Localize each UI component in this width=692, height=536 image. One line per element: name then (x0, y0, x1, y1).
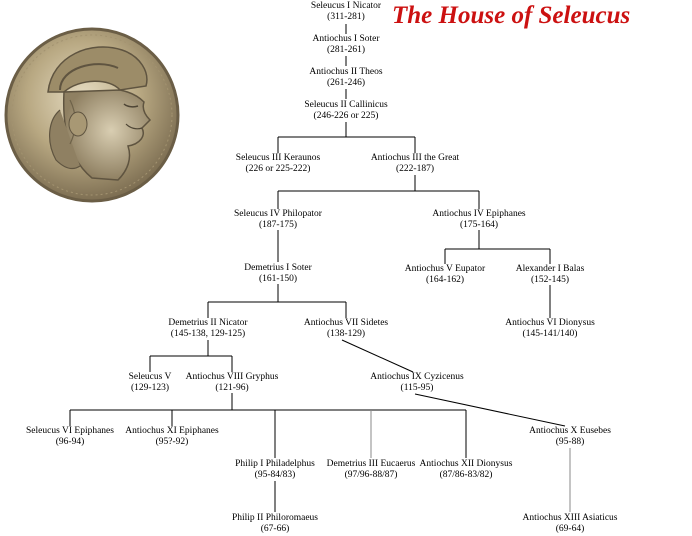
ruler-dates: (145-141/140) (522, 329, 578, 339)
ruler-name: Antiochus V Eupator (404, 264, 486, 274)
ruler-antiochus-viii: Antiochus VIII Gryphus (121-96) (186, 372, 279, 394)
ruler-name: Antiochus XIII Asiaticus (522, 513, 618, 523)
ruler-antiochus-vi: Antiochus VI Dionysus (145-141/140) (505, 318, 595, 340)
ruler-antiochus-iv: Antiochus IV Epiphanes (175-164) (432, 209, 525, 231)
ruler-name: Seleucus II Callinicus (304, 100, 388, 110)
ruler-dates: (281-261) (327, 45, 365, 55)
ruler-dates: (95?-92) (155, 437, 189, 447)
ruler-name: Seleucus III Keraunos (235, 153, 321, 163)
ruler-antiochus-v: Antiochus V Eupator (164-162) (405, 264, 485, 286)
ruler-seleucus-iii: Seleucus III Keraunos (226 or 225-222) (236, 153, 320, 175)
ruler-dates: (97/96-88/87) (344, 470, 398, 480)
ruler-dates: (87/86-83/82) (439, 470, 493, 480)
ruler-antiochus-xiii: Antiochus XIII Asiaticus (69-64) (523, 513, 618, 535)
ruler-alexander-i: Alexander I Balas (152-145) (516, 264, 585, 286)
ruler-name: Antiochus II Theos (309, 67, 383, 77)
ruler-name: Antiochus XI Epiphanes (125, 426, 219, 436)
ruler-name: Seleucus VI Epiphanes (26, 426, 114, 436)
ruler-name: Philip I Philadelphus (235, 459, 315, 469)
ruler-dates: (121-96) (215, 383, 249, 393)
ruler-dates: (187-175) (259, 220, 297, 230)
ruler-dates: (261-246) (327, 78, 365, 88)
ruler-name: Antiochus I Soter (312, 34, 380, 44)
ruler-name: Demetrius II Nicator (168, 318, 248, 328)
ruler-name: Antiochus VIII Gryphus (185, 372, 279, 382)
ruler-philip-ii: Philip II Philoromaeus (67-66) (232, 513, 318, 535)
ruler-seleucus-i: Seleucus I Nicator (311-281) (311, 1, 381, 23)
ruler-name: Antiochus III the Great (370, 153, 460, 163)
ruler-antiochus-xi: Antiochus XI Epiphanes (95?-92) (125, 426, 218, 448)
ruler-antiochus-vii: Antiochus VII Sidetes (138-129) (304, 318, 388, 340)
ruler-name: Demetrius III Eucaerus (326, 459, 416, 469)
ruler-seleucus-ii: Seleucus II Callinicus (246-226 or 225) (304, 100, 387, 122)
ruler-dates: (67-66) (260, 524, 290, 534)
ruler-name: Seleucus V (128, 372, 172, 382)
ruler-demetrius-iii: Demetrius III Eucaerus (97/96-88/87) (327, 459, 416, 481)
page-title: The House of Seleucus (392, 2, 631, 29)
ruler-antiochus-ix: Antiochus IX Cyzicenus (115-95) (370, 372, 463, 394)
ruler-name: Antiochus IX Cyzicenus (370, 372, 464, 382)
ruler-seleucus-v: Seleucus V (129-123) (129, 372, 172, 394)
ruler-name: Seleucus IV Philopator (234, 209, 322, 219)
ruler-name: Philip II Philoromaeus (231, 513, 319, 523)
ruler-antiochus-iii: Antiochus III the Great (222-187) (371, 153, 459, 175)
ruler-name: Antiochus X Eusebes (529, 426, 611, 436)
ruler-philip-i: Philip I Philadelphus (95-84/83) (235, 459, 315, 481)
ruler-dates: (138-129) (326, 329, 365, 339)
ruler-dates: (175-164) (459, 220, 498, 230)
ruler-dates: (95-84/83) (254, 470, 296, 480)
ruler-name: Seleucus I Nicator (310, 1, 382, 11)
ruler-antiochus-i: Antiochus I Soter (281-261) (312, 34, 379, 56)
ruler-dates: (152-145) (531, 275, 569, 285)
ruler-dates: (96-94) (55, 437, 85, 447)
ruler-dates: (161-150) (258, 274, 297, 284)
ruler-dates: (246-226 or 225) (313, 111, 379, 121)
ruler-name: Demetrius I Soter (244, 263, 312, 273)
ruler-name: Antiochus IV Epiphanes (432, 209, 526, 219)
ruler-seleucus-vi: Seleucus VI Epiphanes (96-94) (26, 426, 114, 448)
ruler-seleucus-iv: Seleucus IV Philopator (187-175) (234, 209, 322, 231)
ruler-dates: (311-281) (327, 12, 365, 22)
ruler-dates: (115-95) (400, 383, 434, 393)
ruler-demetrius-ii: Demetrius II Nicator (145-138, 129-125) (168, 318, 247, 340)
ruler-dates: (222-187) (396, 164, 434, 174)
ruler-name: Antiochus VII Sidetes (303, 318, 389, 328)
ruler-antiochus-ii: Antiochus II Theos (261-246) (309, 67, 382, 89)
ruler-dates: (95-88) (555, 437, 585, 447)
ruler-name: Antiochus VI Dionysus (505, 318, 595, 328)
ruler-dates: (226 or 225-222) (245, 164, 311, 174)
ruler-name: Antiochus XII Dionysus (419, 459, 513, 469)
ruler-dates: (69-64) (555, 524, 585, 534)
ruler-dates: (164-162) (426, 275, 464, 285)
ruler-demetrius-i: Demetrius I Soter (161-150) (244, 263, 312, 285)
ruler-dates: (145-138, 129-125) (170, 329, 246, 339)
ruler-name: Alexander I Balas (515, 264, 585, 274)
ruler-dates: (129-123) (131, 383, 169, 393)
seleucus-coin-portrait-icon (4, 27, 180, 203)
ruler-antiochus-x: Antiochus X Eusebes (95-88) (529, 426, 611, 448)
ruler-antiochus-xii: Antiochus XII Dionysus (87/86-83/82) (420, 459, 513, 481)
